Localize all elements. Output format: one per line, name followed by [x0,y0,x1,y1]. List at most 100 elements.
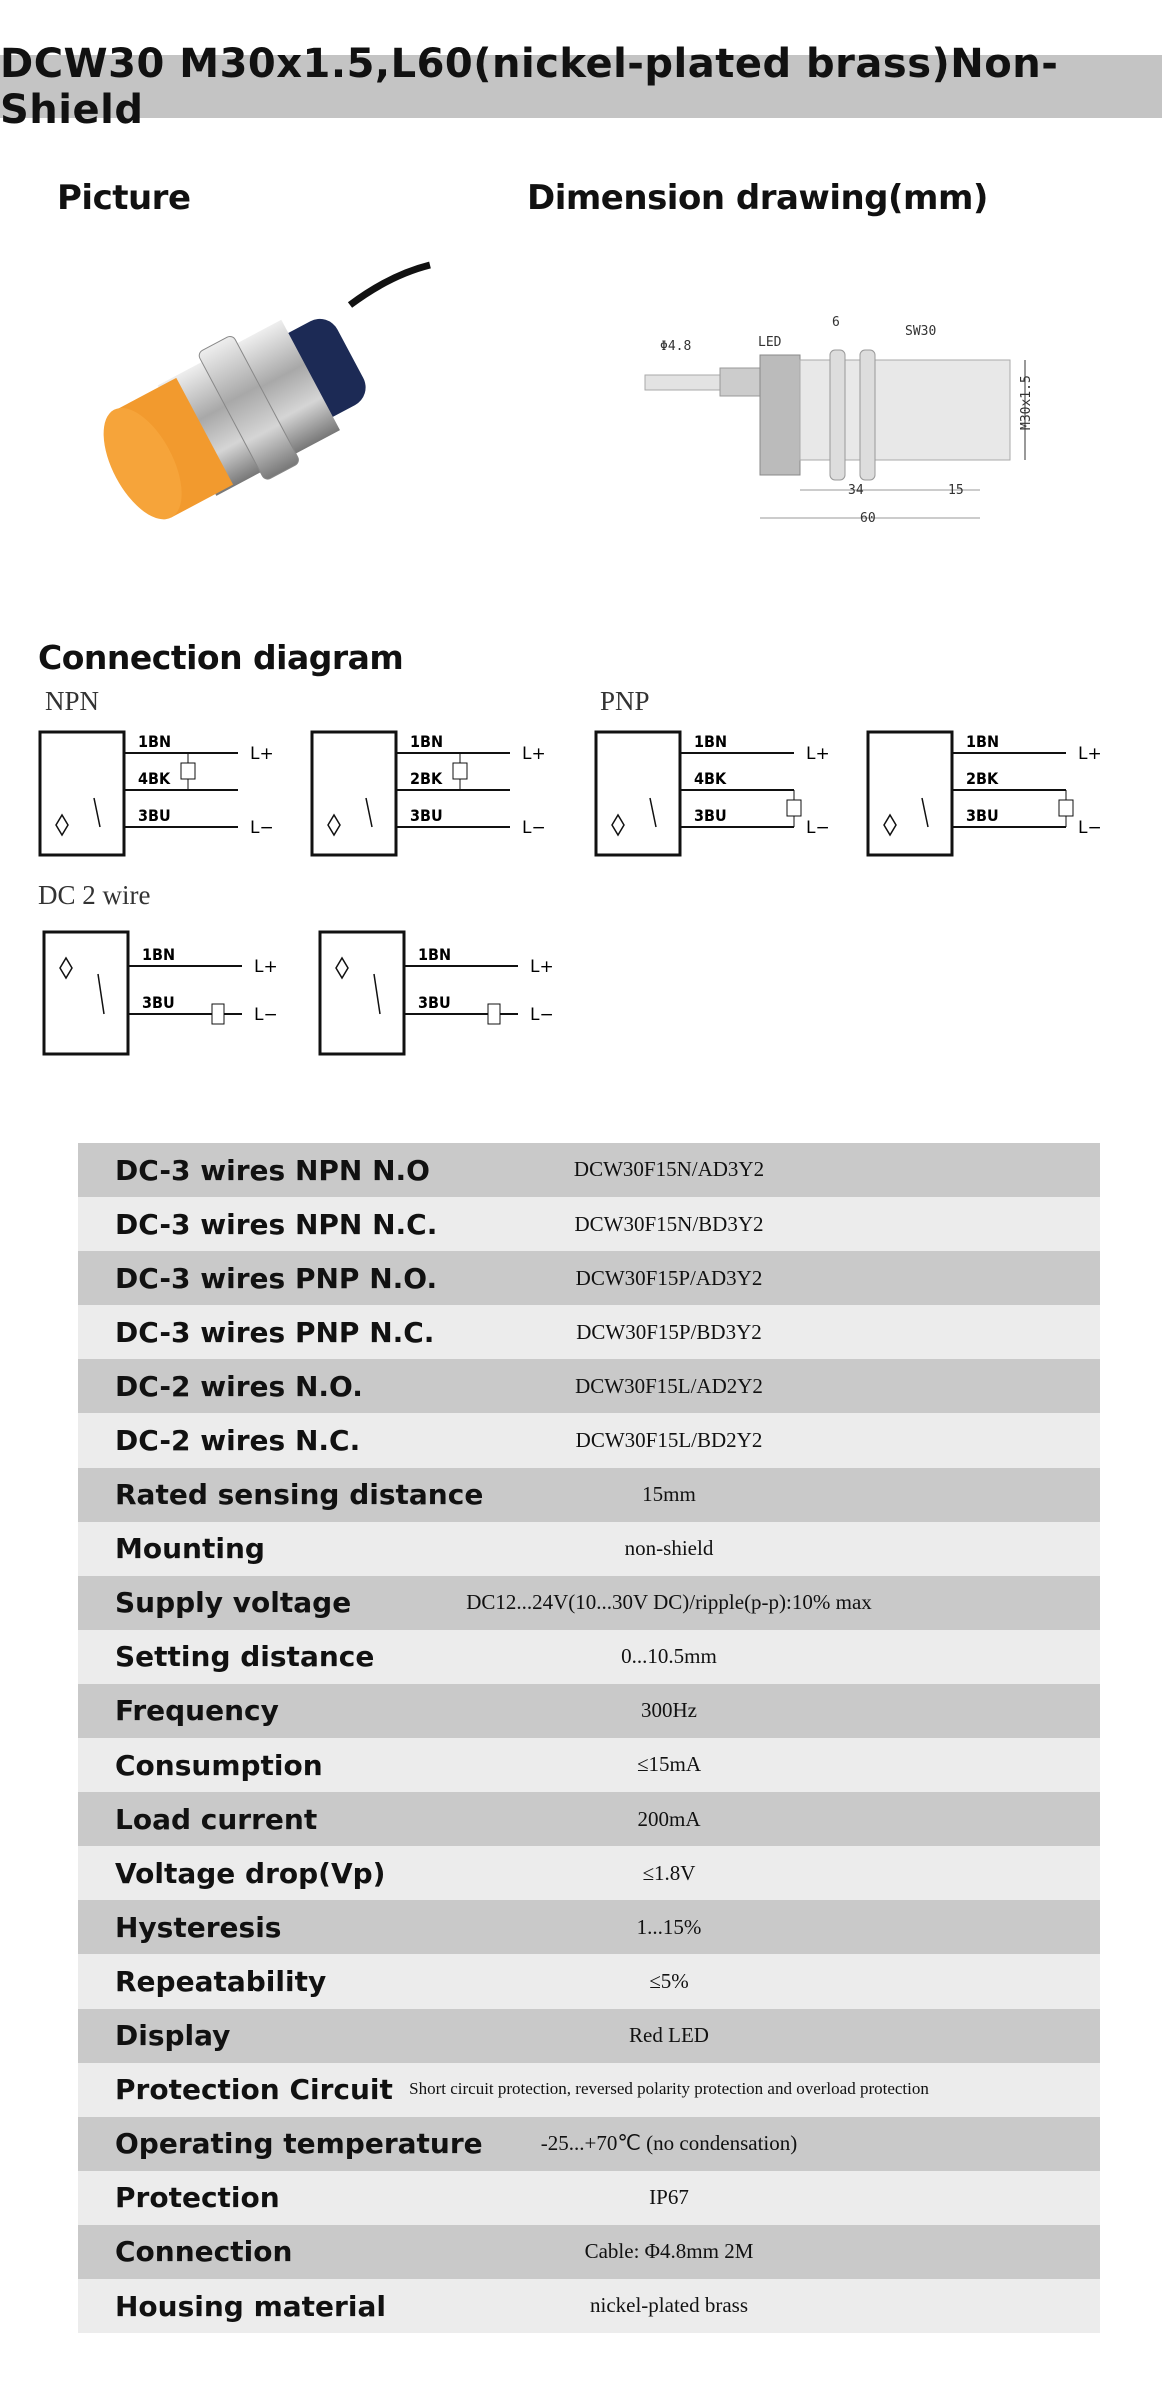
spec-value: nickel-plated brass [589,2293,749,2318]
spec-label: DC-2 wires N.C. [115,1424,361,1458]
product-photo [103,261,431,520]
spec-row: Operating temperature-25...+70℃ (no cond… [78,2116,1100,2171]
spec-row: Repeatability≤5% [78,1954,1100,2009]
cable-diameter-label: Φ4.8 [660,339,691,354]
spec-row: Supply voltage DC12...24V(10...30V DC)/ri… [78,1575,1100,1630]
nut-width-label: 6 [832,315,840,330]
spec-label: Hysteresis [115,1910,282,1944]
npn-label: NPN [45,686,100,716]
wire-label: 4BK [694,769,727,788]
terminal-label: L− [1078,818,1102,838]
spec-value: DCW30F15P/AD3Y2 [575,1265,763,1290]
spec-row: DC-2 wires N.C. DCW30F15L/BD2Y2 [78,1413,1100,1468]
wire-label: 1BN [966,732,999,751]
spec-row: Frequency 300Hz [78,1683,1100,1739]
length-60-label: 60 [860,511,876,526]
terminal-label: L+ [1078,744,1102,764]
spec-value: non-shield [624,1536,714,1561]
dimension-drawing: Φ4.8 LED 6 SW30 M30x1.5 34 15 60 [644,315,1034,526]
spec-value: 1...15% [636,1914,702,1939]
terminal-label: L− [530,1005,554,1025]
terminal-label: L− [806,818,830,838]
terminal-label: L+ [806,744,830,764]
wrench-size-label: SW30 [905,324,936,339]
spec-label: DC-3 wires NPN N.O [115,1153,430,1187]
spec-value: IP67 [649,2185,689,2210]
spec-value: Red LED [629,2022,709,2047]
spec-value: 300Hz [641,1698,697,1723]
wire-label: 2BK [966,769,999,788]
wire-label: 3BU [410,806,443,825]
spec-label: Rated sensing distance [115,1478,484,1512]
spec-value: DCW30F15N/BD3Y2 [574,1211,764,1236]
spec-value: 0...10.5mm [621,1644,717,1669]
spec-row: Housing material nickel-plated brass [78,2278,1100,2334]
spec-row: DC-3 wires NPN N.C. DCW30F15N/BD3Y2 [78,1197,1100,1252]
wire-label: 3BU [694,806,727,825]
wire-label: 4BK [138,769,171,788]
spec-label: DC-3 wires PNP N.C. [115,1315,435,1349]
spec-label: Mounting [115,1532,265,1566]
wire-label: 1BN [410,732,443,751]
dimension-heading: Dimension drawing(mm) [527,178,988,218]
terminal-label: L+ [250,744,274,764]
pnp-label: PNP [600,686,650,716]
spec-value: ≤1.8V [642,1860,696,1885]
wiring-diagram-pnp: 1BN 4BK 3BU L+ L− [594,730,830,857]
wire-label: 3BU [142,993,175,1012]
spec-row: Consumption≤15mA [78,1738,1100,1793]
terminal-label: L− [522,818,546,838]
led-label: LED [758,335,782,350]
picture-heading: Picture [57,178,191,218]
spec-label: Protection [115,2181,280,2215]
dc2-label: DC 2 wire [38,880,151,910]
spec-label: Voltage drop(Vp) [115,1856,386,1890]
spec-value: ≤5% [649,1968,689,1993]
terminal-label: L− [254,1005,278,1025]
spec-label: Housing material [115,2289,386,2323]
spec-value: Short circuit protection, reversed polar… [409,2079,929,2099]
spec-label: Setting distance [115,1640,375,1674]
spec-label: DC-3 wires PNP N.O. [115,1261,438,1295]
spec-row: DC-3 wires NPN N.O DCW30F15N/AD3Y2 [78,1143,1100,1198]
spec-label: Supply voltage [115,1586,352,1620]
wire-label: 1BN [694,732,727,751]
spec-value: 200mA [637,1806,701,1831]
spec-label: DC-3 wires NPN N.C. [115,1207,438,1241]
spec-value: -25...+70℃ (no condensation) [540,2131,798,2156]
spec-row: Setting distance 0...10.5mm [78,1629,1100,1684]
spec-value: DCW30F15P/BD3Y2 [576,1319,762,1344]
spec-label: Load current [115,1802,318,1836]
wiring-diagram-pnp: 1BN 2BK 3BU L+ L− [866,730,1102,857]
wire-label: 1BN [138,732,171,751]
spec-label: Frequency [115,1694,279,1728]
thread-label: M30x1.5 [1019,375,1034,430]
spec-row: DC-3 wires PNP N.O. DCW30F15P/AD3Y2 [78,1251,1100,1306]
spec-row: Load current 200mA [78,1792,1100,1847]
spec-value: DCW30F15L/BD2Y2 [575,1427,763,1452]
spec-value: DCW30F15N/AD3Y2 [573,1157,765,1182]
spec-value: DCW30F15L/AD2Y2 [575,1373,763,1398]
spec-label: DC-2 wires N.O. [115,1369,363,1403]
terminal-label: L+ [254,957,278,977]
spec-label: Consumption [115,1748,323,1782]
spec-label: Connection [115,2235,293,2269]
wire-label: 3BU [418,993,451,1012]
spec-value: DC12...24V(10...30V DC)/ripple(p-p):10% … [466,1590,872,1615]
wire-label: 3BU [138,806,171,825]
spec-row: Mounting non-shield [78,1521,1100,1576]
terminal-label: L+ [530,957,554,977]
spec-label: Protection Circuit [115,2073,393,2107]
length-34-label: 34 [848,483,864,498]
length-15-label: 15 [948,483,964,498]
wire-label: 3BU [966,806,999,825]
page-title: DCW30 M30x1.5,L60(nickel-plated brass)No… [0,41,1162,133]
